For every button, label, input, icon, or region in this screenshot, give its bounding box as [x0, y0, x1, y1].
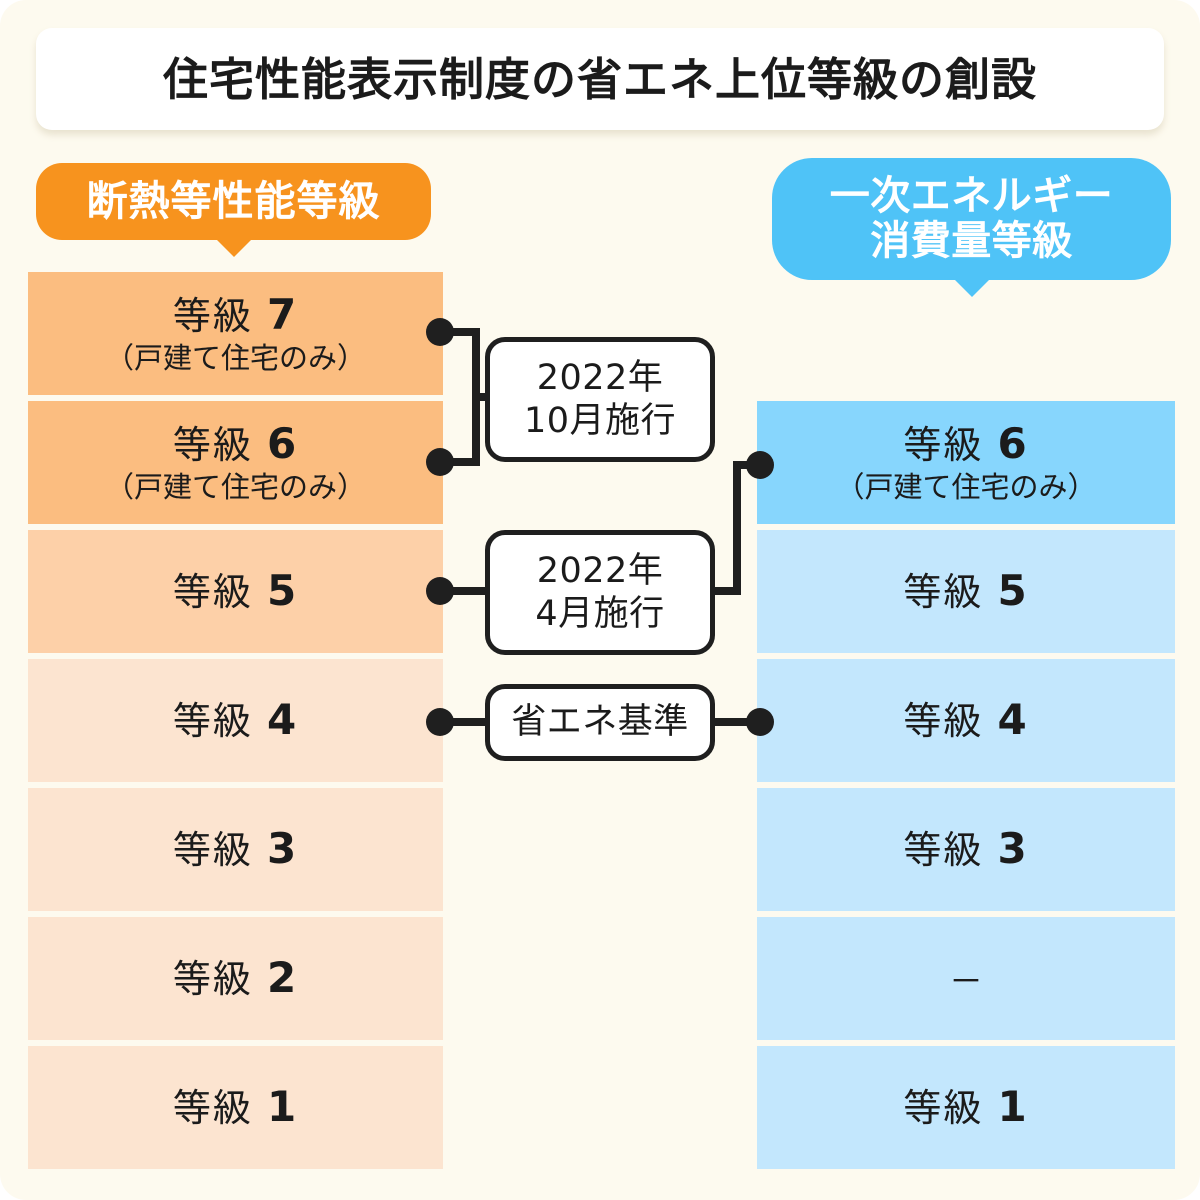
- wire-left-bracket-7-6: [440, 328, 480, 466]
- left-grade-4-label: 等級 4: [173, 696, 298, 744]
- connector-pill-oct-2022-line1: 2022年: [536, 357, 664, 398]
- left-grade-7-label: 等級 7: [172, 289, 299, 339]
- left-grade-row-3: 等級 3: [28, 788, 443, 911]
- wire-right-grade6: [708, 461, 760, 595]
- left-grade-6-word: 等級: [172, 422, 253, 467]
- left-grade-row-5: 等級 5: [28, 530, 443, 653]
- connector-pill-oct-2022: 2022年 10月施行: [485, 337, 715, 462]
- right-grade-1-word: 等級: [903, 1086, 984, 1131]
- right-grade-1-number: 1: [997, 1082, 1029, 1132]
- connector-pill-apr-2022-line2: 4月施行: [535, 593, 665, 634]
- right-grade-6-number: 6: [997, 418, 1029, 468]
- left-grade-1-label: 等級 1: [173, 1083, 298, 1131]
- page-title: 住宅性能表示制度の省エネ上位等級の創設: [162, 52, 1037, 106]
- badge-primary-energy-line2: 消費量等級: [870, 218, 1073, 264]
- right-grade-row-3: 等級 3: [757, 788, 1175, 911]
- left-grade-5-number: 5: [266, 566, 299, 616]
- left-grade-1-word: 等級: [172, 1086, 253, 1131]
- right-grade-5-number: 5: [997, 566, 1029, 616]
- left-grade-2-number: 2: [266, 953, 299, 1003]
- right-grade-none-label: －: [949, 962, 983, 1002]
- left-grade-3-label: 等級 3: [173, 825, 298, 873]
- connector-pill-oct-2022-line2: 10月施行: [523, 400, 677, 441]
- right-grade-row-6: 等級 6 （戸建て住宅のみ）: [757, 401, 1175, 524]
- page-title-card: 住宅性能表示制度の省エネ上位等級の創設: [36, 28, 1164, 130]
- right-grade-4-label: 等級 4: [903, 696, 1028, 744]
- right-grade-6-note: （戸建て住宅のみ）: [835, 470, 1097, 505]
- left-grade-5-word: 等級: [172, 570, 253, 615]
- left-grade-row-1: 等級 1: [28, 1046, 443, 1169]
- badge-primary-energy-line1: 一次エネルギー: [829, 173, 1114, 220]
- left-grade-2-word: 等級: [172, 957, 253, 1002]
- right-grade-row-1: 等級 1: [757, 1046, 1175, 1169]
- badge-tail-icon: [952, 278, 991, 297]
- left-grade-row-7: 等級 7 （戸建て住宅のみ）: [28, 272, 443, 395]
- right-grade-5-word: 等級: [903, 570, 984, 615]
- badge-insulation-grade: 断熱等性能等級: [36, 163, 431, 257]
- right-grade-row-5: 等級 5: [757, 530, 1175, 653]
- connector-pill-energy-standard-label: 省エネ基準: [511, 702, 689, 743]
- left-grade-5-label: 等級 5: [173, 567, 298, 615]
- left-grade-1-number: 1: [266, 1082, 299, 1132]
- badge-tail-icon: [214, 238, 253, 257]
- left-grade-6-note: （戸建て住宅のみ）: [104, 470, 366, 505]
- left-grade-6-number: 6: [266, 418, 299, 468]
- connector-pill-energy-standard: 省エネ基準: [485, 684, 715, 761]
- right-grade-5-label: 等級 5: [903, 567, 1028, 615]
- left-grade-3-word: 等級: [172, 828, 253, 873]
- left-grade-7-number: 7: [266, 289, 299, 339]
- badge-primary-energy-label: 一次エネルギー 消費量等級: [830, 174, 1114, 264]
- left-grade-row-2: 等級 2: [28, 917, 443, 1040]
- right-grade-4-number: 4: [997, 695, 1029, 745]
- right-grade-row-none: －: [757, 917, 1175, 1040]
- right-grade-3-word: 等級: [903, 828, 984, 873]
- connector-pill-apr-2022-line1: 2022年: [536, 550, 664, 591]
- left-grade-6-label: 等級 6: [172, 418, 299, 468]
- right-grade-6-word: 等級: [903, 422, 984, 467]
- right-grade-4-word: 等級: [903, 699, 984, 744]
- left-grade-4-number: 4: [266, 695, 299, 745]
- badge-primary-energy-grade: 一次エネルギー 消費量等級: [772, 158, 1171, 297]
- right-grade-3-label: 等級 3: [903, 825, 1028, 873]
- left-grade-row-4: 等級 4: [28, 659, 443, 782]
- connector-pill-apr-2022: 2022年 4月施行: [485, 530, 715, 655]
- right-grade-row-4: 等級 4: [757, 659, 1175, 782]
- left-grade-4-word: 等級: [172, 699, 253, 744]
- right-grade-1-label: 等級 1: [903, 1083, 1028, 1131]
- left-grade-3-number: 3: [266, 824, 299, 874]
- right-grade-6-label: 等級 6: [903, 418, 1029, 468]
- left-grade-row-6: 等級 6 （戸建て住宅のみ）: [28, 401, 443, 524]
- left-grade-7-note: （戸建て住宅のみ）: [104, 341, 366, 376]
- badge-insulation-label: 断熱等性能等級: [86, 176, 381, 225]
- right-grade-3-number: 3: [997, 824, 1029, 874]
- left-grade-2-label: 等級 2: [173, 954, 298, 1002]
- left-grade-7-word: 等級: [172, 293, 253, 338]
